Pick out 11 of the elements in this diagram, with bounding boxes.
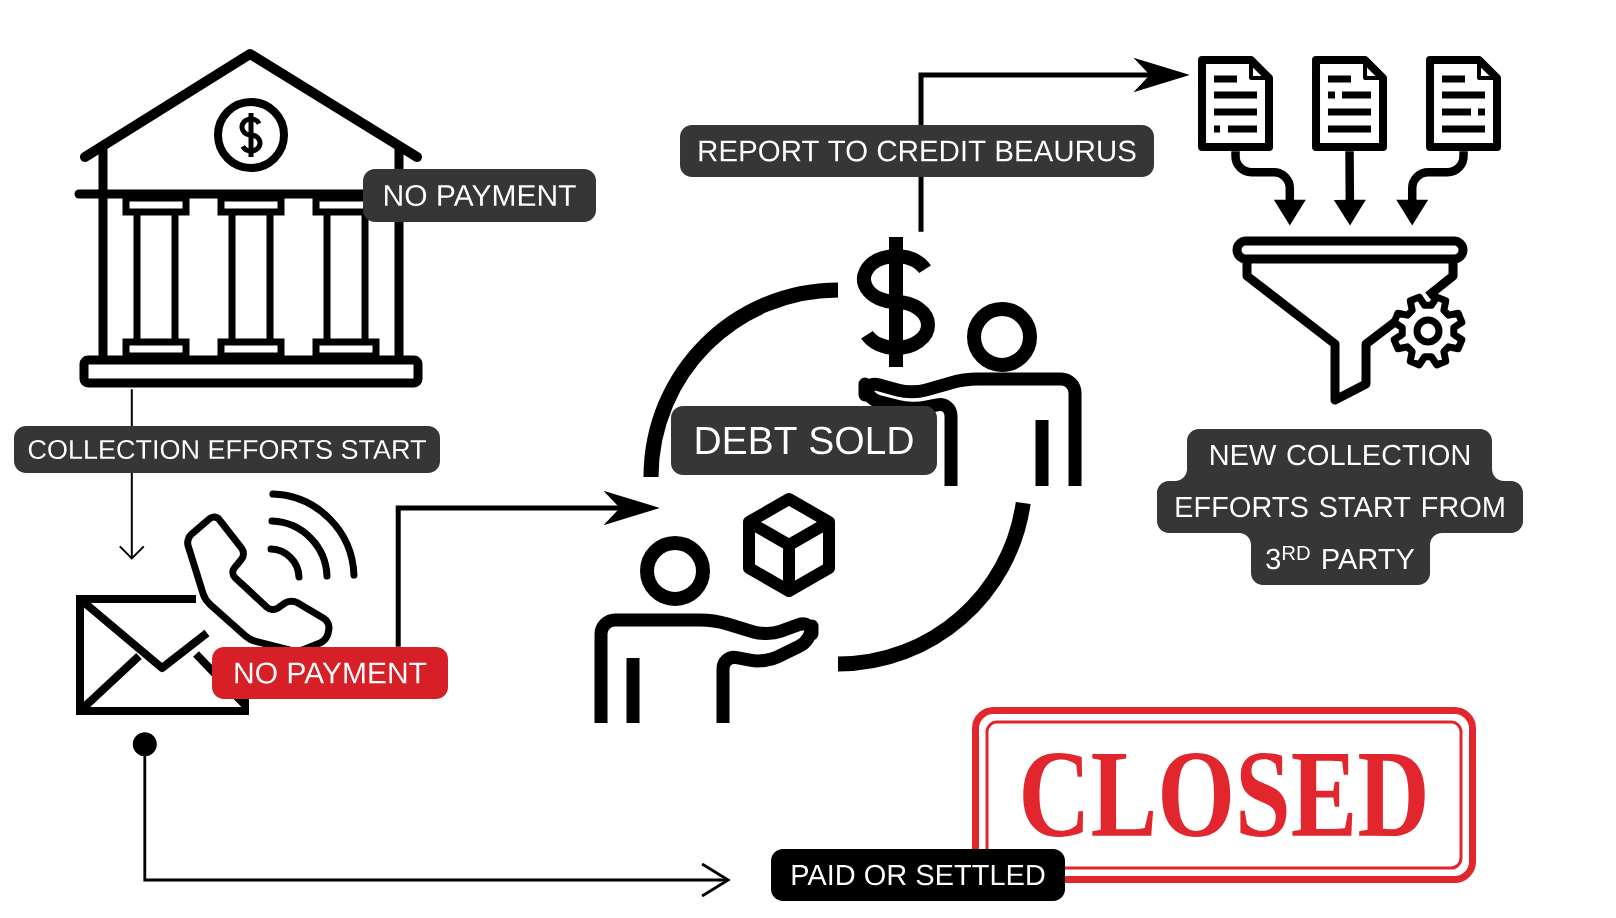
document-icon (1426, 56, 1501, 151)
label-tag: PAID OR SETTLED (771, 849, 1065, 901)
arrow (132, 732, 731, 898)
label-tag: DEBT SOLD (671, 406, 937, 475)
edge-label: COLLECTION EFFORTS START (14, 426, 440, 473)
document-icon (1312, 56, 1387, 151)
label-tag: NO PAYMENT (212, 647, 448, 699)
label-tag: NO PAYMENT (363, 169, 596, 222)
label-tag: NEW COLLECTION EFFORTS START FROM 3$^{RD}$ PARTY (1157, 429, 1523, 585)
document-icon (1198, 56, 1273, 151)
edge-label: REPORT TO CREDIT BEAURUS (680, 125, 1154, 177)
